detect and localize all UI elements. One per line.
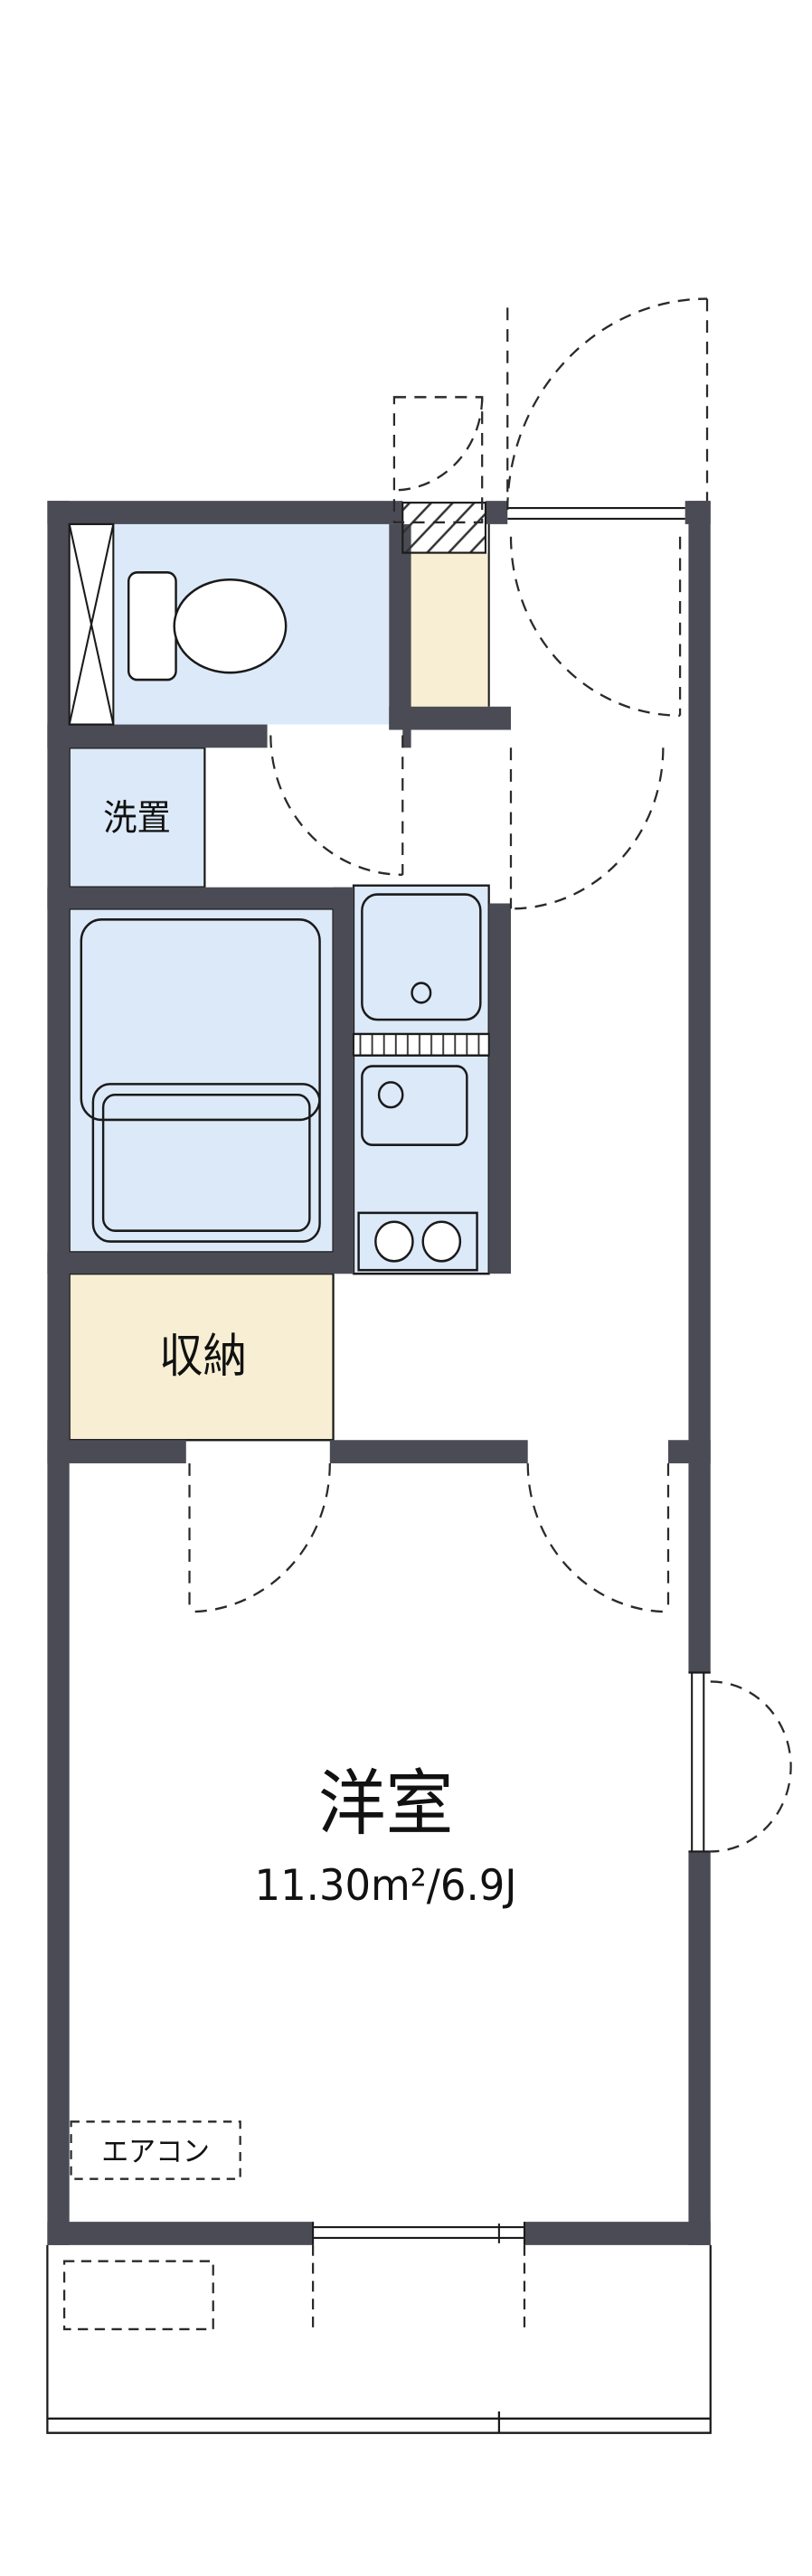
toilet-bowl-icon (173, 578, 288, 674)
kitchen-faucet-icon (377, 1081, 404, 1109)
labels: 洗置 収納 洋室 11.30m²/6.9J エアコン (101, 797, 516, 2168)
bathtub-icon (91, 1083, 321, 1243)
door-swing-arc (393, 397, 484, 492)
room-door-swing-arc (526, 1462, 668, 1613)
hatch-band (353, 1032, 490, 1057)
entrance-hatch (401, 502, 486, 554)
wall-segment (688, 501, 711, 1673)
toilet-door-swing-arc (269, 735, 403, 876)
closet-label: 収納 (159, 1330, 247, 1384)
stove-icon (357, 1211, 478, 1272)
wall-segment (47, 1252, 354, 1274)
entry-hall-door-swing-arc (509, 536, 681, 717)
balcony-dashed-box (62, 2260, 214, 2331)
window-swing-arc (710, 1680, 792, 1853)
front-door-swing-arc (506, 297, 708, 511)
closet-floor (68, 1272, 335, 1442)
washbasin-area-floor (352, 884, 490, 1036)
fixtures (80, 571, 490, 1272)
door-swings (62, 297, 792, 2331)
kitchen-floor (352, 1054, 490, 1275)
laundry-label: 洗置 (103, 797, 171, 839)
walls (47, 501, 711, 2245)
closet-door-swing-arc (189, 1462, 331, 1613)
main-room-label: 洋室 (318, 1763, 454, 1846)
wall-segment (402, 724, 411, 748)
toilet-tank-icon (127, 571, 177, 682)
wall-segment (329, 1440, 528, 1463)
pipe-space-icon (68, 522, 115, 726)
wall-segment (333, 887, 354, 1274)
wall-segment (47, 1440, 186, 1463)
thin-lines (312, 506, 711, 2245)
stove-burner-icon (421, 1220, 462, 1263)
balcony (46, 2244, 712, 2434)
aircon-label: エアコン (101, 2135, 210, 2168)
balcony-outline (46, 2244, 712, 2434)
wall-segment (47, 501, 70, 2245)
entry-storage-dashed-box (392, 396, 484, 524)
wall-segment (524, 2222, 711, 2245)
washbasin-icon (361, 893, 482, 1021)
wall-segment (485, 501, 508, 524)
entrance-floor (411, 552, 489, 707)
shower-area-icon (80, 918, 321, 1122)
wall-segment (389, 523, 411, 730)
wall-segment (47, 501, 403, 524)
wall-segment (47, 2222, 314, 2245)
washbasin-drain-icon (411, 982, 432, 1004)
room-size-label: 11.30m²/6.9J (255, 1860, 517, 1910)
pipe-space-cross (68, 523, 115, 725)
wall-segment (688, 1851, 711, 2245)
washroom-door-swing-arc (510, 747, 665, 910)
bathtub-inner (101, 1093, 311, 1232)
wall-segment (667, 1440, 711, 1463)
stove-burner-icon (374, 1220, 414, 1263)
bathroom-floor (68, 907, 335, 1254)
wall-segment (47, 724, 268, 748)
kitchen-sink-icon (361, 1065, 468, 1146)
wall-segment (47, 887, 354, 909)
aircon-box (70, 2120, 241, 2180)
wall-segment (488, 903, 511, 1274)
